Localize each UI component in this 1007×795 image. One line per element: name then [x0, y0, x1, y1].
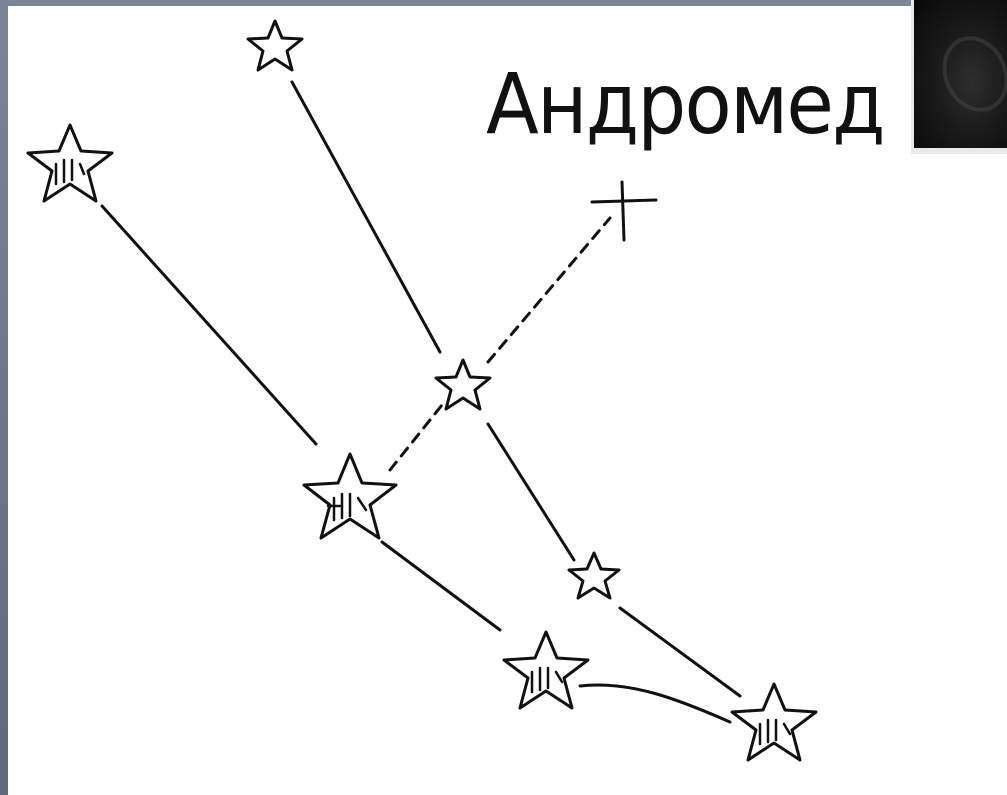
- star-1: [28, 125, 112, 201]
- dashed-star3-andromeda: [488, 218, 610, 362]
- line-star5-star7: [620, 608, 740, 696]
- dashed-star4-star3: [390, 400, 446, 470]
- andromeda-marker-v: [622, 182, 624, 240]
- line-star4-star6: [382, 542, 500, 630]
- inset-photo: [911, 0, 1007, 154]
- star-5: [569, 553, 619, 598]
- line-star1-star4: [102, 206, 316, 444]
- line-star6-star7: [580, 685, 730, 722]
- star-6: [504, 632, 588, 708]
- inset-photo-swirl: [930, 25, 1007, 122]
- star-2: [248, 21, 302, 70]
- line-star2-star3: [292, 82, 440, 352]
- star-7: [732, 684, 816, 760]
- star-3: [436, 360, 490, 409]
- line-star3-star5: [488, 424, 574, 560]
